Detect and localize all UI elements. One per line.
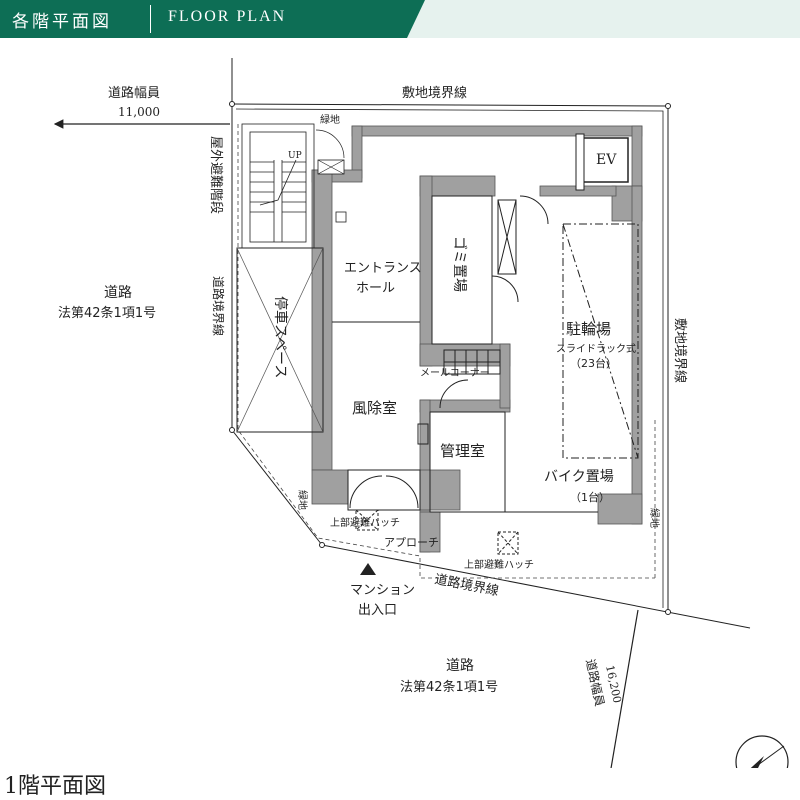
compass-icon: N <box>735 735 789 768</box>
header: 各階平面図 FLOOR PLAN <box>0 0 800 38</box>
green-left-label: 緑地 <box>296 490 309 510</box>
floor-plan: EV UP <box>53 58 789 768</box>
boundary-point <box>229 101 235 107</box>
road-width-arrow-south <box>610 609 639 768</box>
boundary-point <box>665 609 671 615</box>
approach-label: アプローチ <box>384 536 439 549</box>
windbreak-room-label: 風除室 <box>352 399 397 417</box>
boundary-point <box>665 103 671 109</box>
road-south-law: 法第42条1項1号 <box>400 679 498 695</box>
stair-door-swing <box>315 129 345 159</box>
road-boundary-line-south <box>321 544 751 629</box>
entrance-label-2: 出入口 <box>358 603 397 618</box>
hatch-label-1: 上部避難ハッチ <box>330 516 400 529</box>
site-dashed-line <box>237 124 655 579</box>
bicycle-capacity: （23台） <box>570 356 617 370</box>
entrance-hall-label-1: エントランス <box>344 261 422 276</box>
bicycle-rack-type: スライドラック式 <box>556 342 636 355</box>
road-boundary-line-corner <box>231 429 323 546</box>
mail-corner-label: メールコーナー <box>420 367 490 379</box>
entrance-marker-icon <box>360 563 376 575</box>
hatch-label-2: 上部避難ハッチ <box>464 558 534 571</box>
header-separator <box>150 5 151 33</box>
management-room-label: 管理室 <box>440 442 485 460</box>
site-boundary-right-label: 敷地境界線 <box>672 318 688 383</box>
stair-up-label: UP <box>288 151 302 161</box>
road-west-boundary-label: 道路境界線 <box>211 276 226 336</box>
boundary-point <box>229 427 235 433</box>
room-outlines <box>332 195 639 555</box>
road-west-width-label: 道路幅員 <box>108 85 160 101</box>
header-title-ja: 各階平面図 <box>12 12 112 32</box>
building-walls <box>311 125 643 553</box>
header-title-en: FLOOR PLAN <box>168 8 287 25</box>
floor-caption: 1階平面図 <box>4 774 106 799</box>
bicycle-parking-label: 駐輪場 <box>566 320 611 338</box>
bike-parking-label: バイク置場 <box>544 469 614 485</box>
entrance-label-1: マンション <box>350 583 415 598</box>
ev-label: EV <box>596 152 617 168</box>
garbage-room-label: ゴミ置場 <box>451 236 468 292</box>
stair-block <box>241 123 315 249</box>
road-south-width-label: 道路幅員 <box>583 658 608 708</box>
road-south-boundary-label: 道路境界線 <box>433 571 500 599</box>
road-south-name: 道路 <box>446 658 474 674</box>
parking-space <box>236 247 324 433</box>
green-top-label: 緑地 <box>320 113 340 126</box>
site-boundary-top-label: 敷地境界線 <box>402 85 467 101</box>
road-west-name: 道路 <box>104 285 132 301</box>
boundary-point <box>319 542 325 548</box>
elevator-door <box>575 133 585 191</box>
road-west-law: 法第42条1項1号 <box>58 305 156 321</box>
bike-capacity: （1台） <box>570 490 610 504</box>
shaft-cross <box>317 159 345 175</box>
entrance-hall-label-2: ホール <box>356 281 395 296</box>
header-tab <box>0 0 425 38</box>
green-right-label: 緑地 <box>648 508 661 528</box>
site-boundary-inner <box>235 108 664 608</box>
parking-space-label: 停車スペース <box>272 296 289 378</box>
parking-diagonal <box>236 247 324 433</box>
road-west-width-value: 11,000 <box>118 105 160 119</box>
column-box <box>335 211 347 223</box>
outdoor-stair-label: 屋外避難階段 <box>208 136 223 214</box>
